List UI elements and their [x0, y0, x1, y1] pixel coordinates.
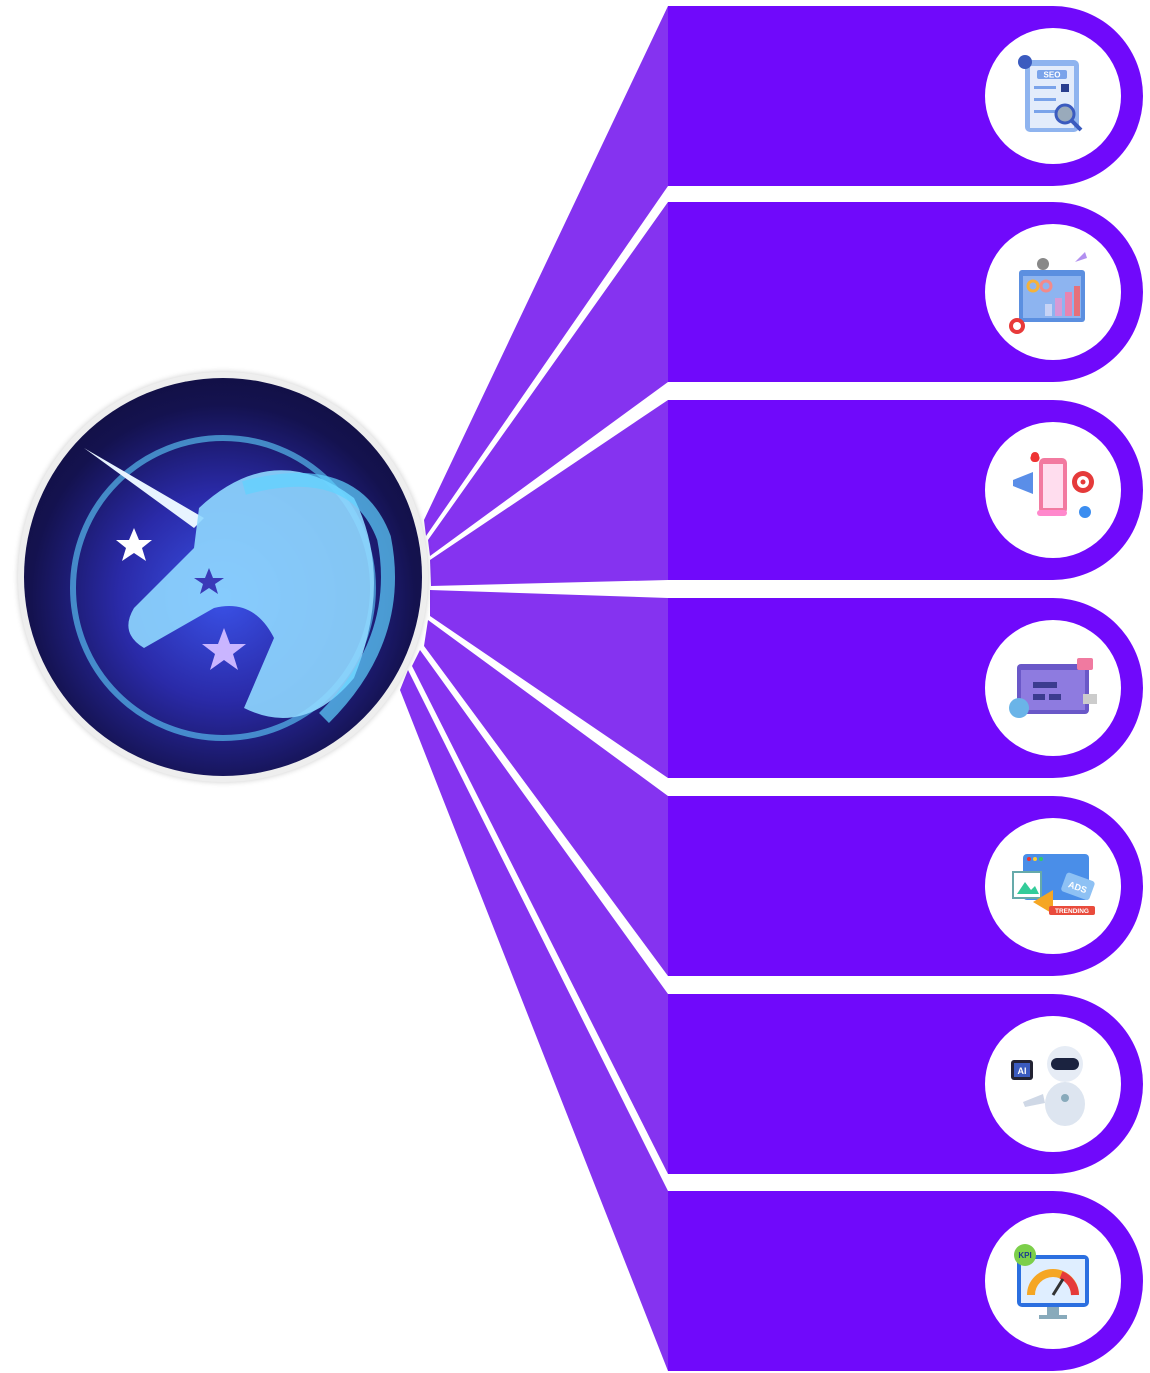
kpi-gauge-icon: KPI	[1014, 1244, 1089, 1319]
icon-label: KPI	[1018, 1251, 1031, 1260]
funnel-segment	[430, 590, 668, 778]
icon-label: AI	[1018, 1066, 1027, 1076]
seo-clipboard-icon: SEO	[1018, 55, 1083, 132]
icon-label: SEO	[1044, 71, 1061, 80]
icon-badge	[985, 620, 1121, 756]
service-bar: SEO	[668, 6, 1143, 186]
service-bar	[668, 400, 1143, 580]
service-bar	[668, 202, 1143, 382]
unicorn-head-icon	[70, 435, 395, 741]
web-development-icon	[1009, 658, 1097, 718]
unicorn-logo	[18, 372, 428, 782]
service-bar	[668, 598, 1143, 778]
service-bar: AI	[668, 994, 1143, 1174]
icon-label: TRENDING	[1055, 908, 1089, 915]
service-bar: KPI	[668, 1191, 1143, 1371]
funnel-segment	[424, 6, 668, 536]
funnel-segment	[428, 202, 668, 556]
icon-badge: KPI	[985, 1213, 1121, 1349]
icon-badge	[985, 224, 1121, 360]
icon-badge: AI	[985, 1016, 1121, 1152]
ai-robot-icon: AI	[1011, 1046, 1085, 1126]
social-media-marketing-icon	[1013, 452, 1094, 518]
funnel-segment	[430, 400, 668, 586]
icon-badge: SEO	[985, 28, 1121, 164]
funnel-segment	[412, 650, 668, 1174]
funnel-segment	[424, 620, 668, 976]
funnel-segment	[400, 670, 668, 1371]
icon-badge	[985, 422, 1121, 558]
growth-chart-rocket-icon	[1009, 252, 1087, 334]
